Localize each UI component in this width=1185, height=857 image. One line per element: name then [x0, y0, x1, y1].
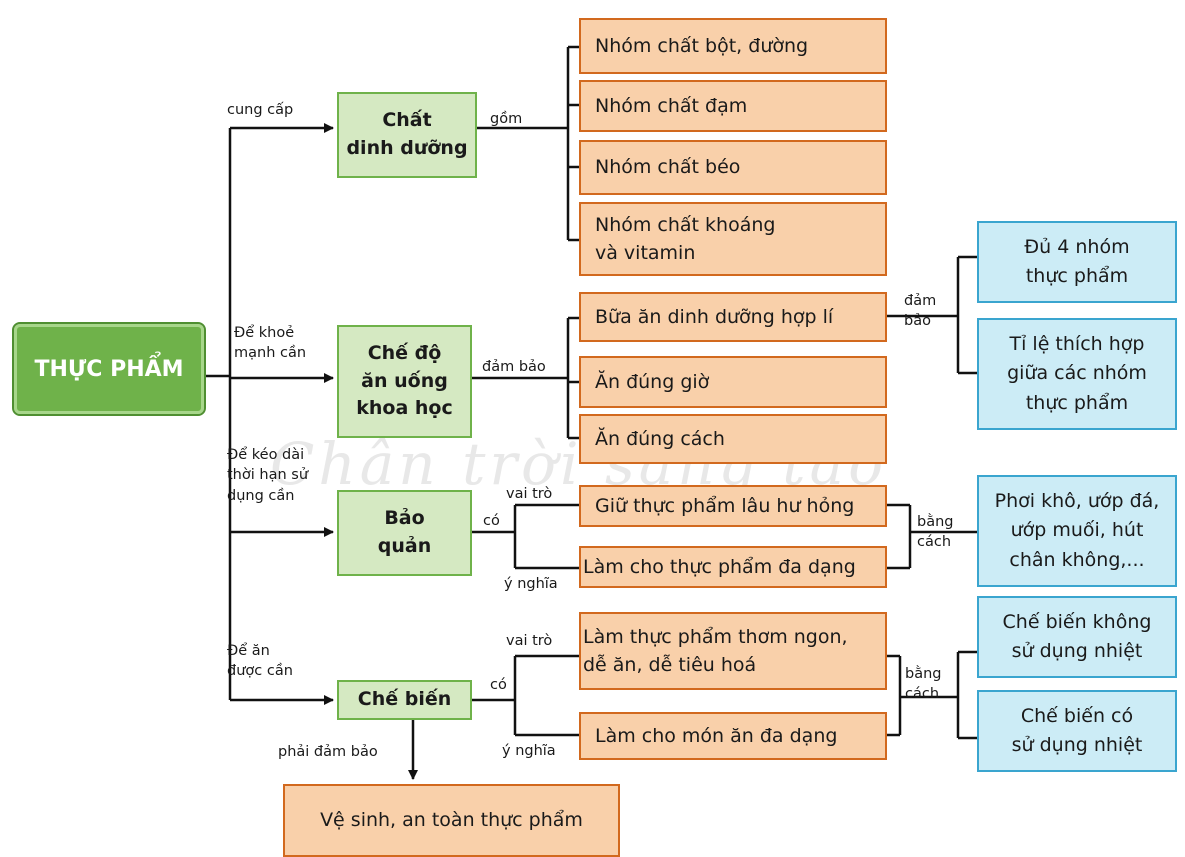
item-bot-duong: Nhóm chất bột, đường [579, 18, 887, 74]
item-chat-dam: Nhóm chất đạm [579, 80, 887, 132]
label-co-bq: có [483, 513, 500, 529]
label-de-khoe: Để khoẻ mạnh cần [234, 325, 307, 362]
item-khoang-vitamin: Nhóm chất khoáng và vitamin [579, 202, 887, 276]
item-chat-beo: Nhóm chất béo [579, 140, 887, 195]
item-bua-an: Bữa ăn dinh dưỡng hợp lí [579, 292, 887, 342]
item-thom-ngon: Làm thực phẩm thơm ngon, dễ ăn, dễ tiêu … [579, 612, 887, 690]
item-du-4-nhom: Đủ 4 nhóm thực phẩm [977, 221, 1177, 303]
item-da-dang-bq: Làm cho thực phẩm đa dạng [579, 546, 887, 588]
label-de-keo-dai: Để kéo dài thời hạn sử dụng cần [227, 447, 309, 504]
label-dam-bao-2: đảm bảo [904, 293, 937, 330]
node-chat-dinh-duong: Chất dinh dưỡng [337, 92, 477, 178]
label-y-nghia-bq: ý nghĩa [504, 576, 558, 592]
label-vai-tro-bq: vai trò [506, 486, 553, 502]
label-phai-dam-bao: phải đảm bảo [278, 744, 378, 760]
root-node: THỰC PHẨM [12, 322, 206, 416]
label-de-an: Để ăn được cần [227, 643, 293, 680]
root-label: THỰC PHẨM [34, 356, 184, 382]
label-dam-bao: đảm bảo [482, 359, 546, 375]
item-dung-gio: Ăn đúng giờ [579, 356, 887, 408]
node-che-do-an-uong: Chế độ ăn uống khoa học [337, 325, 472, 438]
item-ti-le-thich-hop: Tỉ lệ thích hợp giữa các nhóm thực phẩm [977, 318, 1177, 430]
label-bang-cach-cb: bằng cách [905, 666, 942, 703]
item-giu-thuc-pham: Giữ thực phẩm lâu hư hỏng [579, 485, 887, 527]
item-co-nhiet: Chế biến có sử dụng nhiệt [977, 690, 1177, 772]
item-phoi-kho: Phơi khô, ướp đá, ướp muối, hút chân khô… [977, 475, 1177, 587]
item-khong-nhiet: Chế biến không sử dụng nhiệt [977, 596, 1177, 678]
item-mon-an-da-dang: Làm cho món ăn đa dạng [579, 712, 887, 760]
label-gom: gồm [490, 111, 523, 127]
label-vai-tro-cb: vai trò [506, 633, 553, 649]
label-y-nghia-cb: ý nghĩa [502, 743, 556, 759]
item-ve-sinh-an-toan: Vệ sinh, an toàn thực phẩm [283, 784, 620, 857]
node-bao-quan: Bảo quản [337, 490, 472, 576]
label-cung-cap: cung cấp [227, 102, 294, 118]
label-bang-cach-bq: bằng cách [917, 514, 954, 551]
item-dung-cach: Ăn đúng cách [579, 414, 887, 464]
label-co-cb: có [490, 677, 507, 693]
node-che-bien: Chế biến [337, 680, 472, 720]
